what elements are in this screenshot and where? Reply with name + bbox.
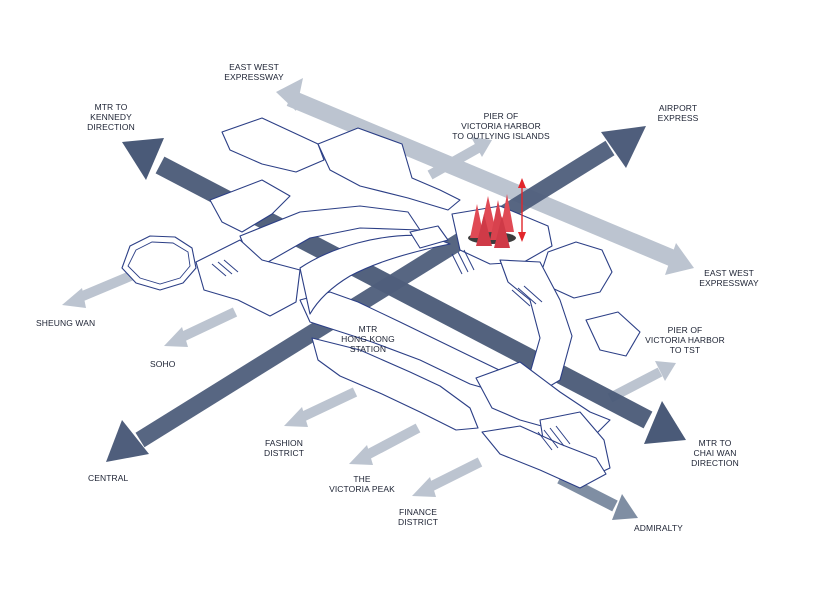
- station-curved-concourse: [299, 234, 451, 315]
- sheung-wan-arrowhead-icon: [62, 288, 86, 308]
- soho-arrow: [177, 307, 238, 343]
- north-corridor: [317, 127, 461, 211]
- fashion-district-arrowhead-icon: [284, 407, 308, 427]
- west-block: [209, 179, 291, 233]
- stair-hatch-central: [451, 249, 475, 275]
- airport-express-band: [135, 140, 615, 448]
- victoria-peak-arrow: [362, 423, 421, 461]
- label-mtr-kennedy: MTR TO KENNEDY DIRECTION: [87, 102, 135, 132]
- victoria-peak-arrowhead-icon: [349, 445, 373, 465]
- east-block: [585, 311, 641, 357]
- label-airport-express: AIRPORT EXPRESS: [657, 103, 699, 123]
- expressway-arrowhead-top-icon: [276, 78, 303, 111]
- building-plan: [121, 117, 641, 489]
- central-kiosk: [409, 225, 449, 249]
- expressway-arrowhead-right-icon: [665, 243, 694, 275]
- admiralty-arrowhead-icon: [612, 494, 638, 520]
- label-pier-outlying: PIER OF VICTORIA HARBOR TO OUTLYING ISLA…: [452, 111, 550, 141]
- stair-hatch-south: [537, 425, 571, 451]
- label-east-west-expressway-top: EAST WEST EXPRESSWAY: [224, 62, 284, 82]
- mtr-chai-wan-arrowhead-icon: [644, 401, 686, 444]
- stair-hatch-east: [511, 285, 543, 307]
- red-tree-cluster: [468, 194, 516, 248]
- mtr-kennedy-arrowhead-icon: [122, 138, 164, 180]
- label-central: CENTRAL: [88, 473, 129, 483]
- pier-outlying-arrow: [427, 143, 481, 180]
- label-soho: SOHO: [150, 359, 176, 369]
- west-rotunda: [121, 235, 197, 291]
- stair-hatch-west: [211, 259, 239, 277]
- north-block: [221, 117, 325, 173]
- label-mtr-station: MTR HONG KONG STATION: [341, 324, 395, 354]
- vertical-marker-icon: [518, 178, 526, 242]
- label-sheung-wan: SHEUNG WAN: [36, 318, 96, 328]
- label-mtr-chai-wan: MTR TO CHAI WAN DIRECTION: [691, 438, 739, 468]
- label-east-west-expressway-right: EAST WEST EXPRESSWAY: [699, 268, 759, 288]
- central-arrowhead-icon: [106, 420, 149, 462]
- pier-tst-arrowhead-icon: [655, 361, 676, 381]
- admiralty-link: [481, 425, 607, 489]
- label-finance-district: FINANCE DISTRICT: [398, 507, 438, 527]
- central-west-hall: [195, 239, 301, 317]
- finance-district-arrowhead-icon: [412, 477, 436, 497]
- red-tree-icon: [494, 216, 510, 248]
- pier-tst-arrow: [607, 367, 663, 403]
- finance-district-arrow: [425, 457, 483, 493]
- label-fashion-district: FASHION DISTRICT: [264, 438, 304, 458]
- airport-express-arrowhead-icon: [601, 126, 646, 168]
- label-pier-tst: PIER OF VICTORIA HARBOR TO TST: [645, 325, 725, 355]
- east-west-expressway-band: [286, 90, 676, 266]
- label-victoria-peak: THE VICTORIA PEAK: [329, 474, 395, 494]
- fashion-district-arrow: [297, 387, 358, 423]
- south-concourse: [311, 337, 479, 431]
- pier-outlying-arrowhead-icon: [471, 137, 492, 157]
- red-tree-icon: [476, 214, 492, 246]
- label-admiralty: ADMIRALTY: [634, 523, 683, 533]
- soho-arrowhead-icon: [164, 327, 188, 347]
